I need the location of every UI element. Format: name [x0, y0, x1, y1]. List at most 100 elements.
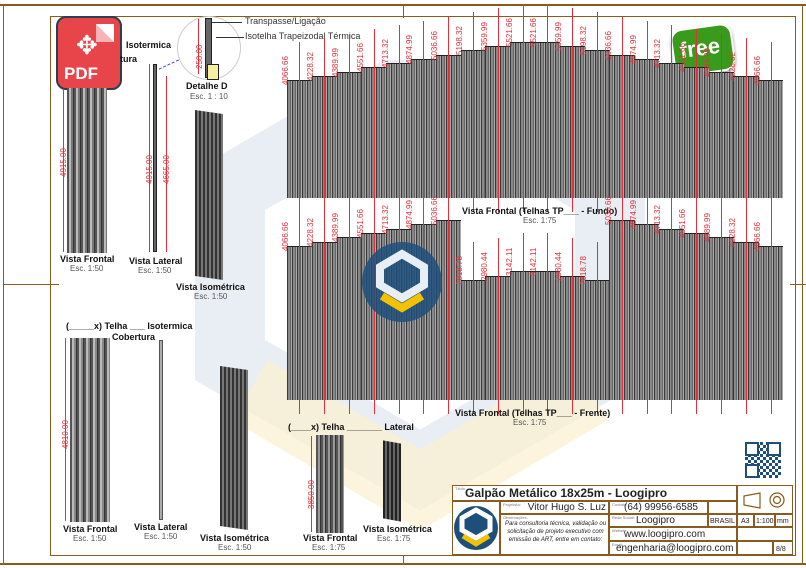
elevation-dim-line — [522, 233, 524, 414]
phone-cell: Contato: (64) 99956-6585 — [609, 501, 708, 514]
elevation-dim-label: 4713.32 — [380, 204, 390, 234]
elevation-dim-label: 4228.32 — [306, 217, 316, 247]
elevation-dim-line — [745, 203, 747, 414]
elevation-dim-line — [448, 16, 450, 212]
unit: mm — [777, 518, 789, 525]
elevation-dim-label: 4389.99 — [703, 213, 712, 243]
elevation-dim-label: 5521.66 — [529, 18, 539, 47]
lateral-2-title: Vista Lateral — [134, 522, 188, 532]
detail-leader-2 — [216, 37, 244, 38]
dim-lateral-1a: 4915.00 — [145, 155, 154, 184]
elevation-dim-label: 4874.99 — [628, 34, 638, 64]
elevation-dim-label: 5359.99 — [479, 22, 489, 52]
elevation-dim-line — [696, 29, 698, 212]
center-logo — [362, 242, 442, 322]
pdf-corner-fold — [96, 24, 114, 42]
logo-cell — [452, 501, 500, 555]
elevation-dim-label: 3142.11 — [504, 247, 514, 277]
elevation-dim-label: 4713.32 — [653, 39, 663, 69]
email[interactable]: engenharia@loogipro.com — [616, 543, 734, 554]
elevation-dim-line — [473, 242, 474, 414]
iso-1-scale: Esc. 1:50 — [194, 292, 228, 301]
frame-right-inner — [795, 16, 796, 556]
elevation-dim-line — [349, 199, 350, 414]
iso-2-scale: Esc. 1:50 — [218, 543, 252, 552]
elevation-dim-line — [497, 8, 499, 212]
elevation-dim-label: 4066.66 — [281, 222, 291, 252]
elevation-dim-line — [721, 33, 722, 212]
paper-cell: A3 — [737, 514, 754, 527]
loogipro-logo — [454, 506, 498, 550]
zone-mark-top — [403, 4, 404, 18]
lateral-2-scale: Esc. 1:50 — [144, 532, 178, 541]
company: Loogipro — [636, 515, 675, 526]
zone-mark-bottom — [403, 555, 404, 565]
lateral-1-title: Vista Lateral — [129, 256, 183, 266]
panel-iso-2 — [220, 366, 248, 530]
elevation-dim-label: 4874.99 — [405, 200, 415, 230]
elevation-dim-label: 2818.78 — [455, 256, 464, 285]
elevation-dim-line — [671, 25, 673, 212]
elevation-dim-line — [448, 182, 450, 414]
dim-lateral-1b: 4665.00 — [162, 155, 171, 184]
detail-link-line — [158, 59, 180, 71]
elevation-dim-line — [572, 237, 574, 414]
elevation-dim-label: 2818.78 — [579, 256, 588, 285]
frame-inner-bottom — [50, 555, 795, 556]
blank-cell-2 — [737, 527, 793, 541]
sheet-number: 8/8 — [776, 546, 786, 553]
unit-cell: mm — [775, 514, 793, 527]
country-cell: BRASIL — [708, 514, 737, 527]
phone[interactable]: (64) 99956-6585 — [624, 502, 698, 513]
designer-cell: Projetista: Vitor Hugo S. Luz — [500, 501, 609, 514]
elevation-dim-label: 4551.66 — [355, 209, 365, 239]
website-cell: Website: www.loogipro.com — [609, 527, 737, 541]
elevation-dim-line — [646, 186, 648, 414]
group2-heading-2: Cobertura — [112, 332, 156, 342]
detail-dim: 250.00 — [195, 44, 204, 69]
elevation-dim-label: 5036.66 — [430, 196, 440, 225]
elevation-dim-label: 4066.66 — [281, 56, 291, 85]
pdf-badge[interactable]: ✥ PDF — [56, 16, 122, 90]
front-3-scale: Esc. 1:75 — [312, 543, 346, 552]
designer-name: Vitor Hugo S. Luz — [527, 502, 606, 513]
front-1-title: Vista Frontal — [60, 254, 115, 264]
group3-heading: (____x) Telha _______ Lateral — [288, 422, 414, 432]
iso-1-title: Vista Isométrica — [176, 282, 245, 292]
elevation-dim-label: 5521.66 — [504, 18, 514, 47]
panel-lateral-2 — [159, 340, 163, 520]
elevation-dim-label: 4551.66 — [678, 43, 688, 73]
elevation-dim-label: 4713.32 — [380, 39, 390, 69]
dim-line-lateral-1b — [166, 76, 167, 252]
detail-title: Detalhe D — [186, 81, 228, 91]
dim-front-2: 4810.00 — [61, 420, 70, 449]
blank-cell-3 — [737, 541, 773, 555]
elevation-dim-label: 4874.99 — [628, 200, 638, 230]
front-1-scale: Esc. 1:50 — [70, 264, 104, 273]
elevation-dim-line — [324, 37, 326, 212]
elevation-dim-label: 5036.66 — [603, 30, 613, 60]
elevation-dim-line — [299, 42, 301, 212]
elevation-dim-line — [646, 20, 648, 212]
lateral-1-scale: Esc. 1:50 — [138, 266, 172, 275]
detail-scale: Esc. 1 : 10 — [190, 92, 228, 101]
elevation-dim-line — [621, 16, 623, 212]
notes-text: Para consultoria técnica, validação ou s… — [504, 521, 607, 543]
website[interactable]: www.loogipro.com — [624, 529, 706, 540]
elevation-dim-label: 4551.66 — [678, 209, 688, 239]
elevation-dim-label: 4551.66 — [355, 43, 365, 73]
qr-code[interactable] — [745, 442, 781, 478]
detail-callout-1: Transpasse/Ligação — [245, 16, 326, 26]
elevation-dim-line — [696, 195, 698, 414]
dim-front-1: 4915.00 — [59, 148, 68, 177]
panel-front-3 — [316, 435, 344, 533]
frame-left-inner — [50, 16, 51, 556]
elevation-dim-label: 4713.32 — [653, 204, 663, 234]
elevation-back-scale: Esc. 1:75 — [523, 216, 557, 225]
group1-heading-2: tura — [120, 54, 138, 64]
zone-mark-left — [3, 284, 59, 285]
elevation-dim-line — [597, 242, 598, 414]
detail-callout-2: Isotelha Trapeizodal Térmica — [245, 31, 361, 41]
elevation-dim-line — [373, 29, 375, 212]
iso-3-title: Vista Isométrica — [363, 524, 432, 534]
